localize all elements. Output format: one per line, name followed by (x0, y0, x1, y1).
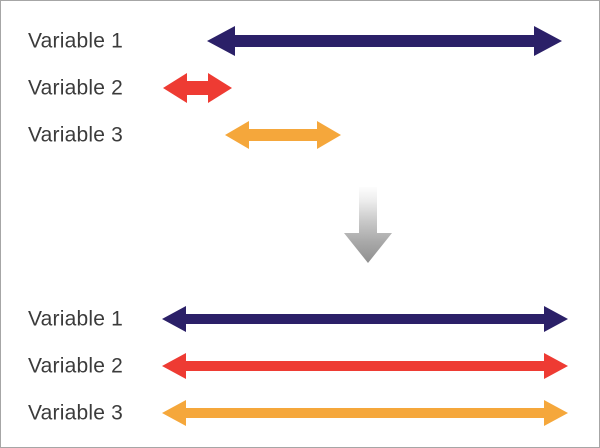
after-label-variable-3: Variable 3 (28, 401, 124, 425)
transformation-arrow-down-icon (344, 187, 392, 263)
after-arrow-variable-3 (162, 400, 568, 426)
after-label-variable-2: Variable 2 (28, 354, 124, 378)
before-arrow-variable-3 (225, 121, 341, 149)
before-label-variable-1: Variable 1 (28, 29, 124, 53)
after-arrow-variable-1 (162, 306, 568, 332)
before-arrow-variable-2 (163, 73, 232, 103)
before-label-variable-3: Variable 3 (28, 123, 124, 147)
after-label-variable-1: Variable 1 (28, 307, 124, 331)
before-arrow-variable-1 (207, 26, 562, 56)
before-label-variable-2: Variable 2 (28, 76, 124, 100)
after-arrow-variable-2 (162, 353, 568, 379)
